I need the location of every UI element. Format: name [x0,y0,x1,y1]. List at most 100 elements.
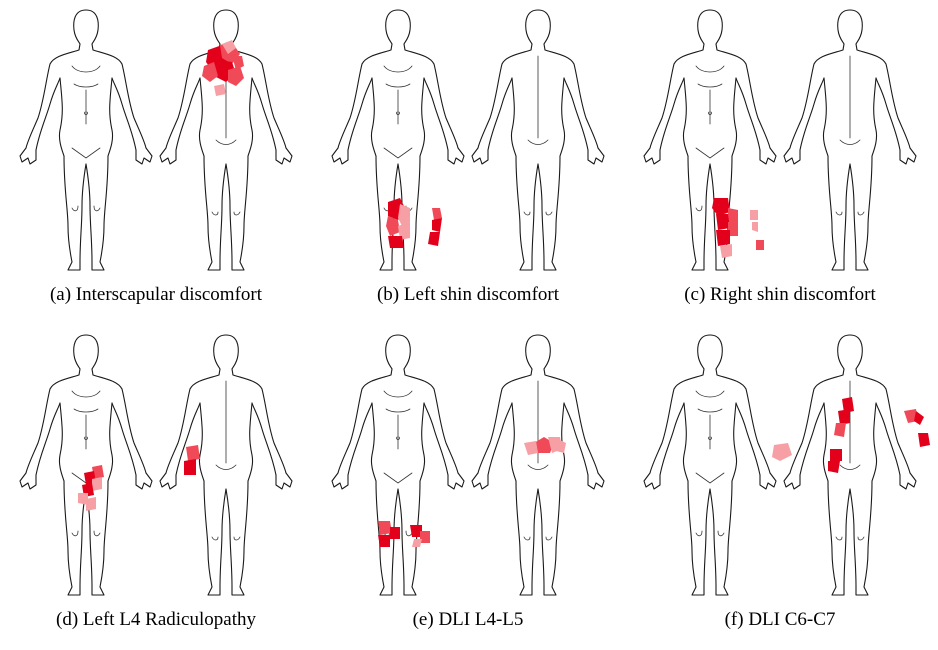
body-outline-stroke [502,369,532,389]
body-outline-stroke [404,481,420,595]
body-detail-stroke [72,531,78,536]
body-outline-stroke [434,64,458,148]
body-outline-stroke [790,389,814,473]
body-detail-stroke [74,409,98,412]
pain-patch [716,230,730,246]
pain-patch [184,459,196,475]
body-outline-stroke [760,473,776,489]
body-outline-stroke [26,64,50,148]
body-detail-stroke [386,84,410,87]
body-outline-stroke [248,78,253,156]
body-outline-stroke [544,44,574,64]
body-outline-stroke [716,481,732,595]
body-outline-stroke [160,148,176,164]
body-outline-stroke [20,473,36,489]
body-outline-stroke [92,44,122,64]
body-outline-stroke [74,335,86,369]
body-outline-stroke [844,164,850,262]
body-outline-stroke [710,335,722,369]
body-detail-stroke [696,531,702,536]
body-outline-stroke [560,78,565,156]
body-outline-stroke [50,369,80,389]
front-body-figure [20,335,152,595]
pain-patch [720,244,732,258]
body-outline-stroke [844,489,850,587]
body-outline-stroke [248,403,253,481]
pain-patch [420,531,430,543]
body-detail-stroke [384,391,412,397]
body-outline-stroke [526,335,538,369]
body-outline-stroke [434,389,458,473]
body-outline-stroke [232,369,262,389]
body-outline-stroke [674,44,704,64]
body-outline-stroke [64,156,80,270]
pain-patch [186,445,200,461]
panel-f-caption: (f) DLI C6-C7 [624,609,936,631]
body-outline-stroke [398,335,410,369]
panel-d-caption: (d) Left L4 Radiculopathy [0,609,312,631]
body-detail-stroke [72,391,100,397]
body-outline-stroke [92,156,108,270]
body-outline-stroke [814,369,844,389]
body-outline-stroke [404,369,434,389]
body-outline-stroke [92,369,122,389]
body-outline-stroke [448,473,464,489]
body-outline-stroke [538,10,550,44]
body-outline-stroke [746,389,770,473]
pain-patch [388,236,404,248]
body-detail-stroke [234,212,240,215]
pain-patch [828,461,840,473]
body-detail-stroke [406,531,412,536]
body-detail-stroke [524,537,530,540]
body-outline-stroke [362,44,392,64]
panel-b-caption: (b) Left shin discomfort [312,284,624,306]
body-outline-stroke [732,78,737,156]
body-detail-stroke [74,84,98,87]
panel-a-caption: (a) Interscapular discomfort [0,284,312,306]
body-outline-stroke [900,148,916,164]
body-outline-stroke [420,403,425,481]
body-detail-stroke [840,465,860,470]
pain-patch [428,232,440,246]
pain-patch [378,521,392,535]
panel-f-drawing [624,325,936,605]
body-outline-stroke [472,148,488,164]
pain-patch [830,449,842,461]
body-outline-stroke [226,10,238,44]
body-outline-stroke [850,489,856,587]
body-outline-stroke [386,335,398,369]
body-outline-stroke [108,78,113,156]
body-detail-stroke [384,66,412,72]
body-outline-stroke [644,148,660,164]
body-outline-stroke [338,389,362,473]
body-outline-stroke [716,44,746,64]
body-outline-stroke [732,403,737,481]
body-outline-stroke [478,64,502,148]
pain-patch [838,409,850,425]
panel-a: (a) Interscapular discomfort [0,0,312,325]
body-outline-stroke [698,335,710,369]
back-body-figure [784,335,916,595]
body-outline-stroke [398,10,410,44]
pain-patch [390,527,400,539]
body-outline-stroke [698,10,710,44]
body-outline-stroke [371,78,376,156]
back-body-figure [472,335,604,595]
body-detail-stroke [384,473,412,483]
body-detail-stroke [216,465,236,470]
body-outline-stroke [532,489,538,587]
body-outline-stroke [226,164,232,262]
body-detail-stroke [836,537,842,540]
body-outline-stroke [59,78,64,156]
body-detail-stroke [718,531,724,536]
body-outline-stroke [478,389,502,473]
body-outline-stroke [760,148,776,164]
body-outline-stroke [683,403,688,481]
body-outline-stroke [214,335,226,369]
body-detail-stroke [696,148,724,158]
body-outline-stroke [574,389,598,473]
body-outline-stroke [526,10,538,44]
body-outline-stroke [650,64,674,148]
pain-patch [834,423,846,437]
